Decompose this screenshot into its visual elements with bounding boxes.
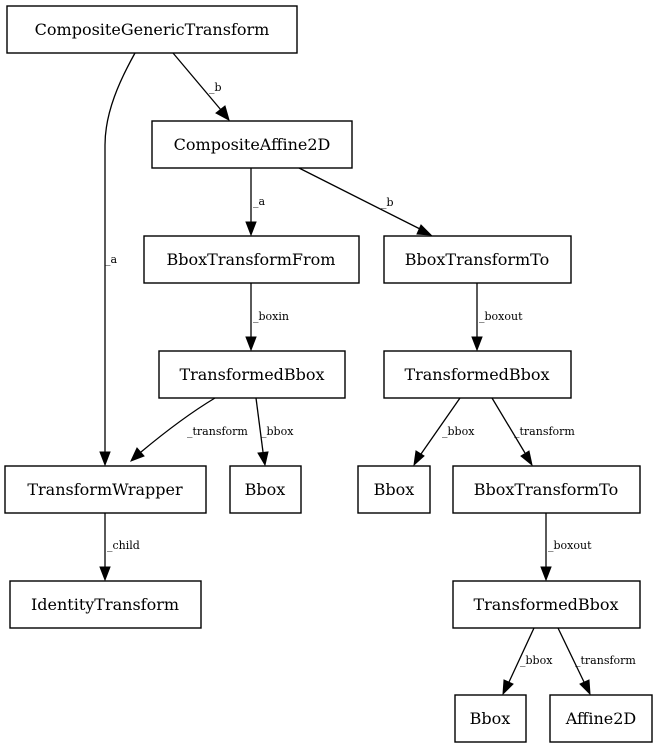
edge-ca-to-from: _a — [245, 168, 266, 237]
node-bbox-bottom: Bbox — [454, 694, 527, 743]
arrowhead — [257, 451, 269, 467]
edge-label: _bbox — [442, 425, 475, 438]
arrowhead — [502, 679, 514, 696]
node-bbox-left: Bbox — [229, 465, 302, 514]
node-box — [357, 465, 431, 514]
edge-line — [491, 397, 526, 454]
node-box — [4, 465, 207, 514]
edge-wrapper-to-identity: _child — [99, 513, 140, 582]
edge-ca-to-to1: _b — [298, 167, 433, 236]
edge-line — [508, 627, 535, 683]
arrowhead — [245, 336, 257, 352]
node-label: IdentityTransform — [31, 595, 179, 614]
node-affine2d: Affine2D — [549, 694, 653, 743]
edge-t3-to-affine: _transform — [557, 627, 636, 696]
node-box — [454, 694, 527, 743]
edge-t2-to-bbox2: _bbox — [413, 397, 475, 467]
edge-cg-to-wrapper: _a — [99, 52, 136, 467]
node-box — [143, 235, 360, 284]
node-label: TransformedBbox — [473, 595, 618, 614]
edge-to2-to-t3: _boxout — [540, 513, 592, 582]
node-bbox-middle: Bbox — [357, 465, 431, 514]
node-box — [151, 120, 353, 169]
edge-label: _b — [381, 196, 394, 209]
node-box — [229, 465, 302, 514]
arrowhead — [215, 105, 230, 122]
node-transformed-bbox-bottom: TransformedBbox — [452, 580, 641, 629]
edge-label: _boxout — [479, 310, 523, 323]
edge-line — [298, 167, 421, 230]
edge-line — [172, 52, 222, 111]
node-box — [9, 580, 202, 629]
edge-label: _child — [107, 539, 140, 552]
edge-label: _bbox — [261, 425, 294, 438]
node-box — [6, 5, 298, 54]
arrowhead — [130, 447, 145, 462]
edge-to1-to-t2: _boxout — [471, 283, 523, 352]
arrowhead — [540, 566, 552, 582]
node-label: Affine2D — [565, 709, 637, 728]
nodes: CompositeGenericTransform CompositeAffin… — [4, 5, 653, 743]
node-label: Bbox — [374, 480, 415, 499]
edge-from-to-t1: _boxin — [245, 283, 289, 352]
arrowhead — [416, 224, 433, 236]
node-bbox-transform-from: BboxTransformFrom — [143, 235, 360, 284]
arrowhead — [520, 450, 533, 467]
node-transformed-bbox-left: TransformedBbox — [158, 350, 346, 399]
edge-label: _transform — [514, 425, 575, 438]
node-bbox-transform-to-lower: BboxTransformTo — [452, 465, 641, 514]
node-composite-generic-transform: CompositeGenericTransform — [6, 5, 298, 54]
node-transform-wrapper: TransformWrapper — [4, 465, 207, 514]
node-label: CompositeGenericTransform — [35, 20, 270, 39]
node-composite-affine2d: CompositeAffine2D — [151, 120, 353, 169]
node-box — [383, 350, 572, 399]
edge-label: _a — [253, 195, 266, 208]
node-box — [452, 465, 641, 514]
node-label: Bbox — [245, 480, 286, 499]
edge-t3-to-bbox3: _bbox — [502, 627, 553, 696]
node-label: CompositeAffine2D — [174, 135, 331, 154]
node-label: TransformWrapper — [27, 480, 183, 499]
edge-t1-to-wrapper: _transform — [130, 397, 248, 462]
edge-line — [104, 52, 136, 453]
arrowhead — [413, 450, 425, 467]
node-transformed-bbox-right: TransformedBbox — [383, 350, 572, 399]
edge-line — [557, 627, 585, 683]
node-box — [452, 580, 641, 629]
node-label: BboxTransformTo — [405, 250, 549, 269]
node-label: TransformedBbox — [179, 365, 324, 384]
edge-t2-to-to2: _transform — [491, 397, 575, 467]
arrowhead — [471, 336, 483, 352]
edge-label: _b — [209, 81, 222, 94]
edge-label: _transform — [187, 425, 248, 438]
node-identity-transform: IdentityTransform — [9, 580, 202, 629]
node-label: TransformedBbox — [404, 365, 549, 384]
edge-label: _boxin — [253, 310, 289, 323]
arrowhead — [579, 679, 591, 696]
edge-line — [140, 397, 216, 453]
edge-cg-to-ca: _b — [172, 52, 230, 122]
edge-line — [255, 397, 264, 453]
edges: _b _a _a _b _boxin _ — [99, 52, 636, 696]
node-box — [549, 694, 653, 743]
edge-line — [420, 397, 461, 455]
node-label: BboxTransformTo — [474, 480, 618, 499]
edge-label: _a — [105, 253, 118, 266]
edge-label: _boxout — [548, 539, 592, 552]
node-label: Bbox — [470, 709, 511, 728]
edge-label: _transform — [575, 654, 636, 667]
node-box — [383, 235, 572, 284]
node-box — [158, 350, 346, 399]
edge-label: _bbox — [520, 654, 553, 667]
node-label: BboxTransformFrom — [167, 250, 336, 269]
node-bbox-transform-to-upper: BboxTransformTo — [383, 235, 572, 284]
arrowhead — [99, 451, 111, 467]
arrowhead — [245, 221, 257, 237]
edge-t1-to-bbox1: _bbox — [255, 397, 294, 467]
arrowhead — [99, 566, 111, 582]
